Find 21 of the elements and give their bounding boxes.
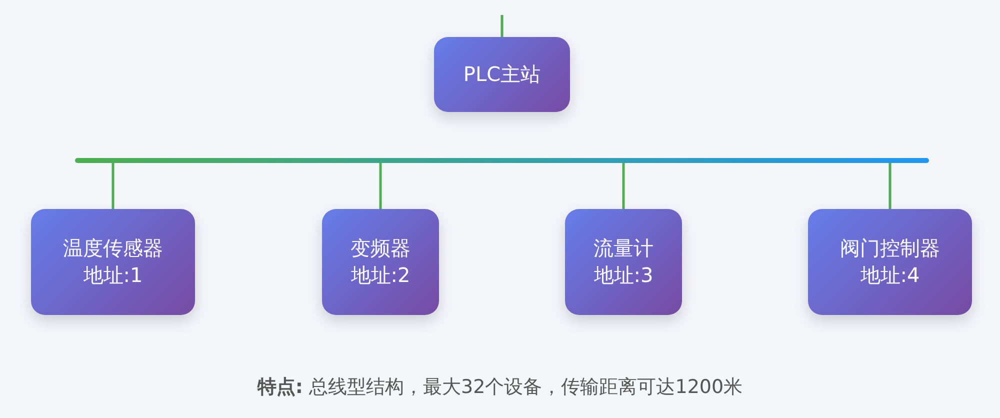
device-name: 变频器 — [350, 235, 410, 262]
device-box — [808, 209, 972, 315]
device-name: 温度传感器 — [63, 235, 163, 262]
caption: 特点: 总线型结构，最大32个设备，传输距离可达1200米 — [256, 375, 744, 400]
address-label: 地址:4 — [860, 262, 920, 289]
connector-line — [622, 163, 625, 209]
address-label: 地址:3 — [594, 262, 654, 289]
device-name: PLC主站 — [463, 61, 541, 88]
connector-line — [112, 163, 114, 209]
device-box — [434, 37, 570, 112]
device-box — [322, 209, 439, 315]
address-label: 地址:1 — [83, 262, 143, 289]
address-label: 地址:2 — [350, 262, 410, 289]
device-name: 流量计 — [594, 235, 654, 262]
connector-line — [888, 163, 892, 209]
connector-line — [379, 163, 382, 209]
device-box — [31, 209, 195, 315]
device-box — [565, 209, 682, 315]
connector-line — [500, 15, 504, 37]
device-name: 阀门控制器 — [840, 235, 940, 262]
bus-line — [75, 158, 929, 163]
